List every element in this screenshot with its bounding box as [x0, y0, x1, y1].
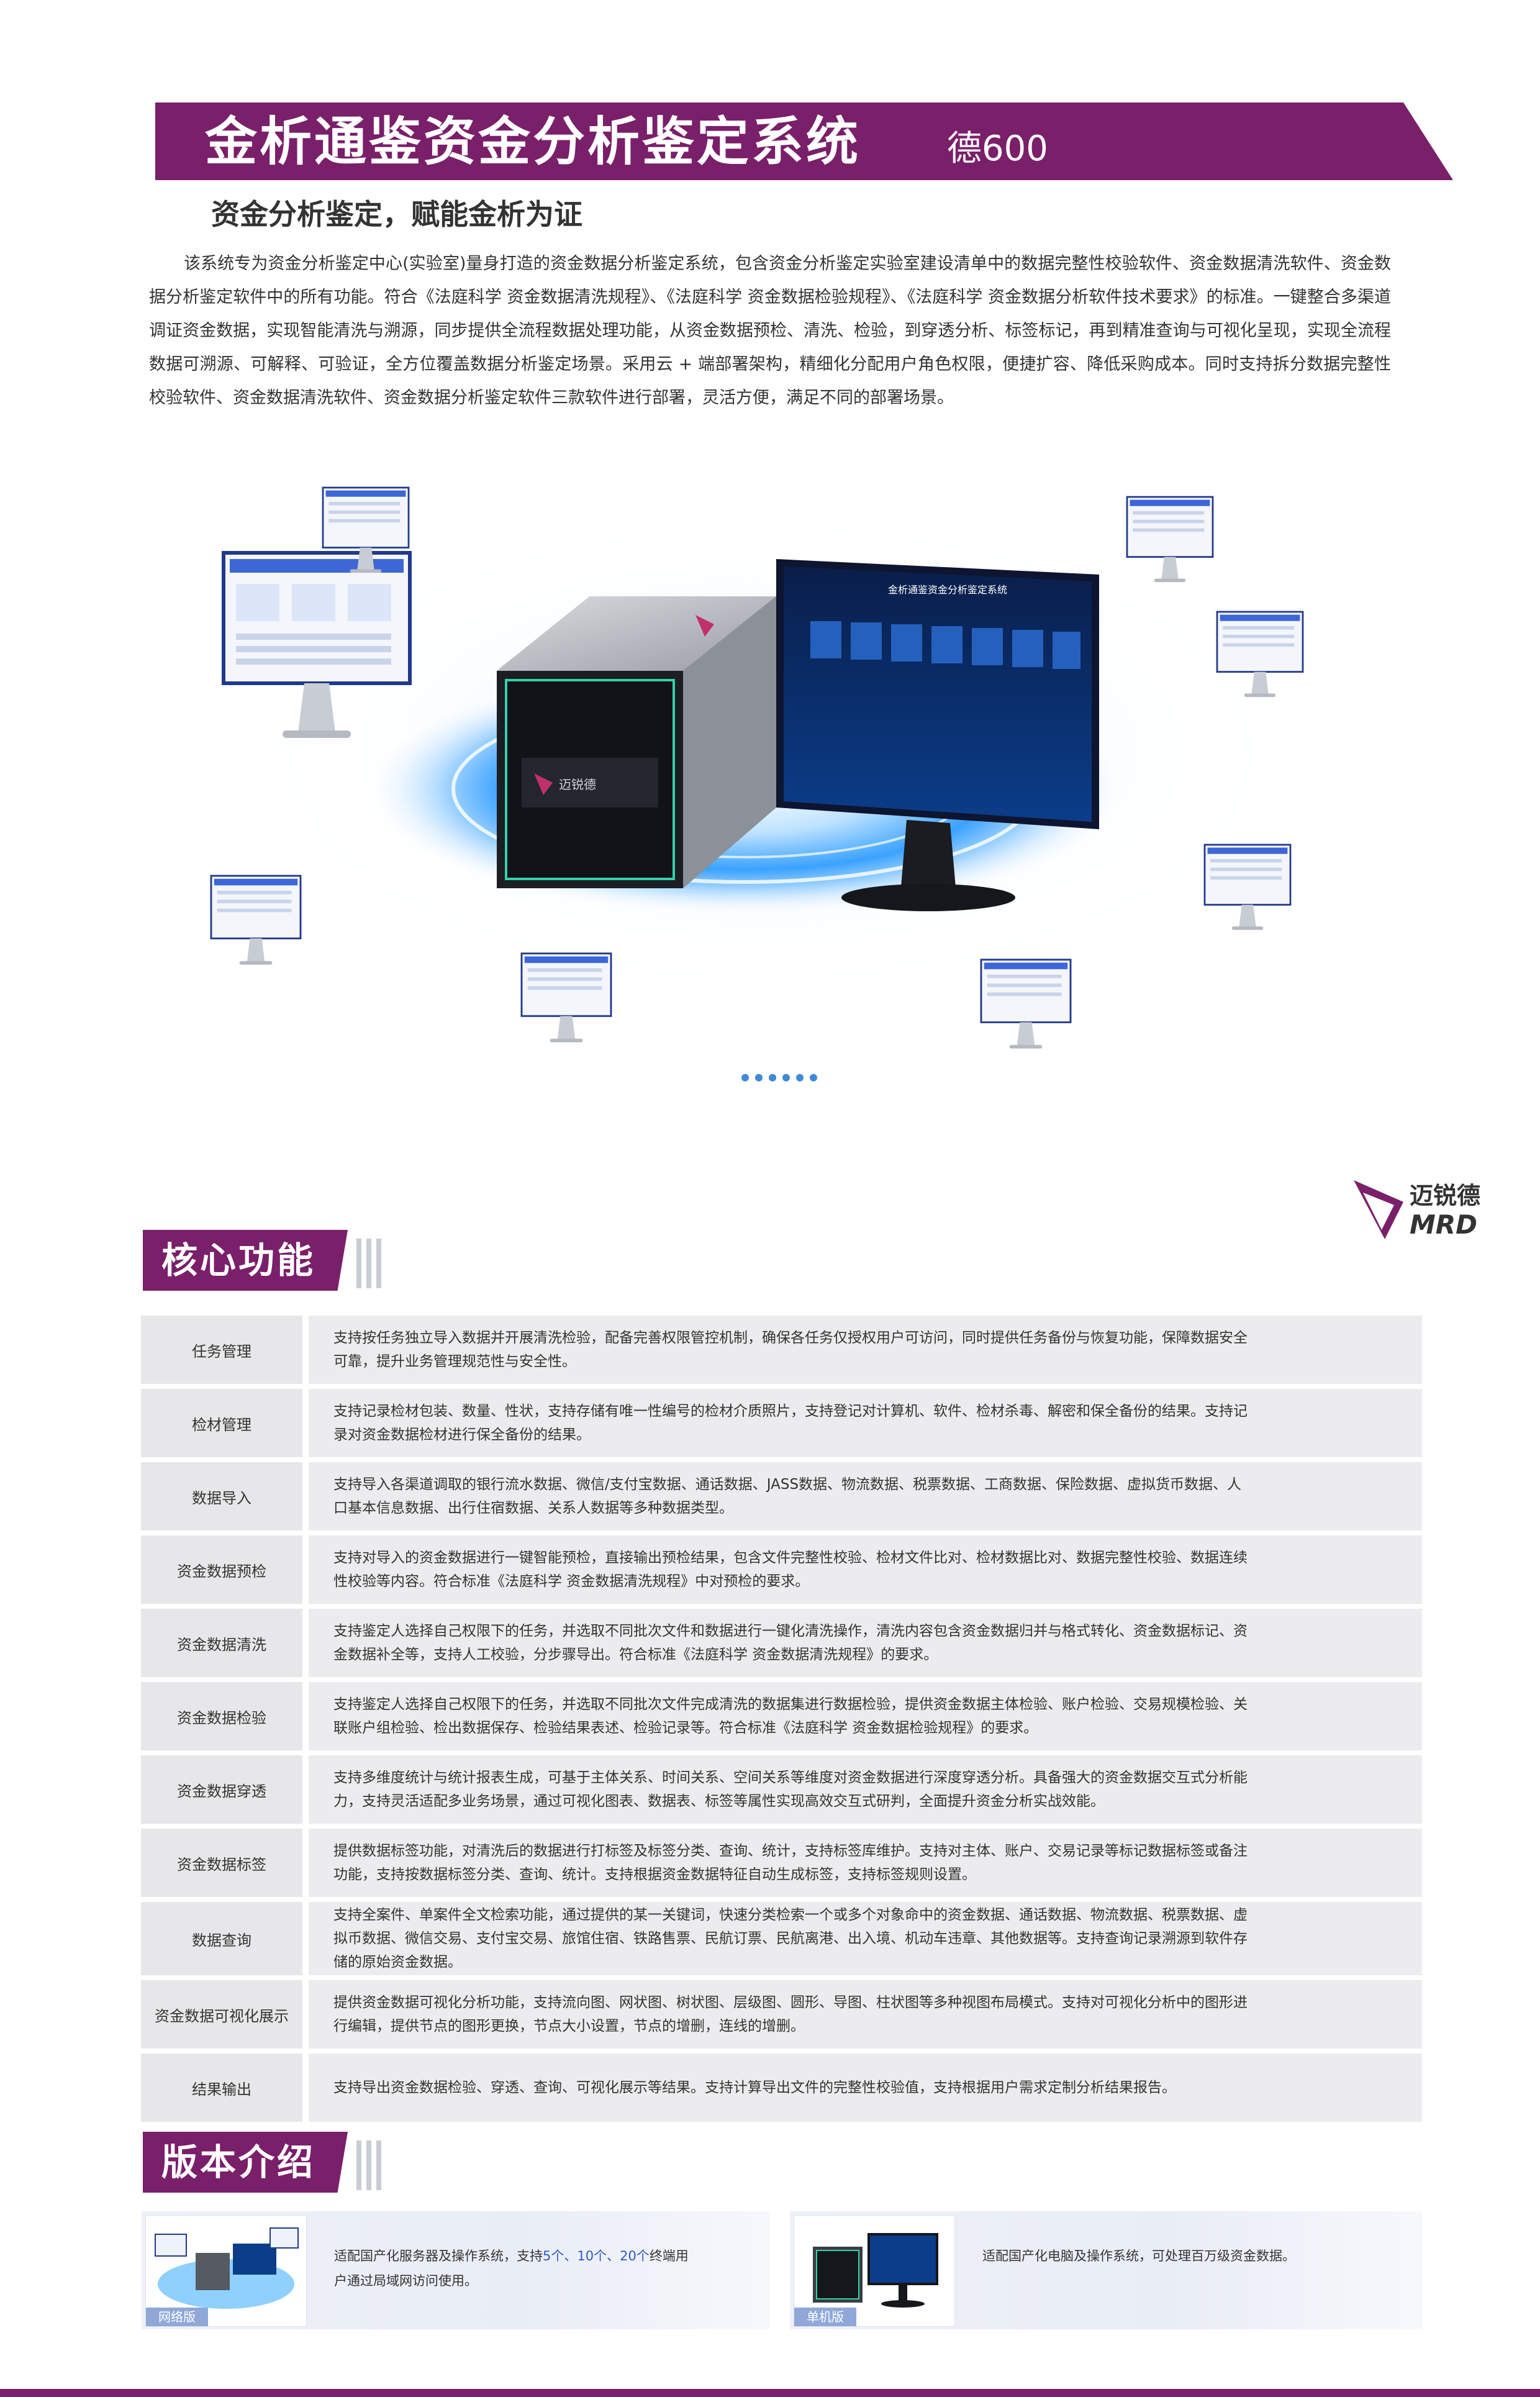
- feature-desc-line: 金数据补全等，支持人工校验，分步骤导出。符合标准《法庭科学 资金数据清洗规程》的…: [333, 1647, 938, 1663]
- feature-name: 资金数据清洗: [141, 1609, 302, 1677]
- feature-desc: 支持鉴定人选择自己权限下的任务，并选取不同批次文件完成清洗的数据集进行数据检验，…: [309, 1682, 1422, 1750]
- title-banner: [155, 102, 1453, 180]
- feature-desc-line: 功能，支持按数据标签分类、查询、统计。支持根据资金数据特征自动生成标签，支持标签…: [333, 1867, 976, 1883]
- feature-desc: 提供资金数据可视化分析功能，支持流向图、网状图、树状图、层级图、圆形、导图、柱状…: [309, 1980, 1422, 2049]
- floating-monitor: [520, 952, 612, 1043]
- version-thumb-network: 网络版: [145, 2215, 307, 2327]
- hero-illustration: 迈锐德 金析通鉴资金分析鉴定系统: [210, 486, 1329, 1081]
- features-section-head: 核心功能: [143, 1230, 391, 1291]
- feature-desc-line: 录对资金数据检材进行保全备份的结果。: [333, 1427, 591, 1443]
- floating-monitor: [1216, 611, 1304, 698]
- feature-desc-line: 提供资金数据可视化分析功能，支持流向图、网状图、树状图、层级图、圆形、导图、柱状…: [333, 1994, 1248, 2011]
- feature-desc-line: 支持记录检材包装、数量、性状，支持存储有唯一性编号的检材介质照片，支持登记对计算…: [333, 1403, 1248, 1419]
- feature-name: 数据导入: [141, 1462, 302, 1531]
- feature-desc-line: 支持导入各渠道调取的银行流水数据、微信/支付宝数据、通话数据、JASS数据、物流…: [333, 1476, 1242, 1493]
- feature-desc-line: 行编辑，提供节点的图形更换，节点大小设置，节点的增删，连线的增删。: [333, 2018, 805, 2034]
- feature-name: 资金数据检验: [141, 1682, 302, 1750]
- floating-monitor: [322, 486, 410, 573]
- feature-row: 资金数据穿透 支持多维度统计与统计报表生成，可基于主体关系、时间关系、空间关系等维…: [141, 1755, 1422, 1824]
- feature-desc-line: 拟币数据、微信交易、支付宝交易、旅馆住宿、铁路售票、民航订票、民航离港、出入境、…: [333, 1931, 1248, 1947]
- brand-logo: 迈锐德 MRD: [1354, 1180, 1480, 1240]
- feature-desc: 支持全案件、单案件全文检索功能，通过提供的某一关键词，快速分类检索一个或多个对象…: [309, 1902, 1422, 1975]
- feature-row: 数据导入 支持导入各渠道调取的银行流水数据、微信/支付宝数据、通话数据、JASS数…: [141, 1462, 1422, 1531]
- version-label-standalone: 单机版: [794, 2308, 856, 2326]
- bottom-rule: [0, 2389, 1540, 2397]
- feature-row: 资金数据清洗 支持鉴定人选择自己权限下的任务，并选取不同批次文件和数据进行一键化清…: [141, 1609, 1422, 1677]
- version-label-network: 网络版: [146, 2308, 208, 2326]
- logo-en: MRD: [1410, 1209, 1477, 1240]
- feature-name: 资金数据标签: [141, 1829, 302, 1897]
- version-thumb-standalone: 单机版: [794, 2215, 955, 2327]
- feature-row: 资金数据标签 提供数据标签功能，对清洗后的数据进行打标签及标签分类、查询、统计，支…: [141, 1829, 1422, 1897]
- feature-desc: 支持鉴定人选择自己权限下的任务，并选取不同批次文件和数据进行一键化清洗操作，清洗…: [309, 1609, 1422, 1677]
- page-subtitle: 资金分析鉴定，赋能金析为证: [211, 198, 582, 231]
- feature-desc-line: 支持鉴定人选择自己权限下的任务，并选取不同批次文件完成清洗的数据集进行数据检验，…: [333, 1696, 1248, 1712]
- feature-desc-line: 提供数据标签功能，对清洗后的数据进行打标签及标签分类、查询、统计，支持标签库维护…: [333, 1843, 1248, 1859]
- feature-row: 任务管理 支持按任务独立导入数据并开展清洗检验，配备完善权限管控机制，确保各任务仅…: [141, 1316, 1422, 1384]
- feature-desc: 支持记录检材包装、数量、性状，支持存储有唯一性编号的检材介质照片，支持登记对计算…: [309, 1389, 1422, 1457]
- feature-desc-line: 支持多维度统计与统计报表生成，可基于主体关系、时间关系、空间关系等维度对资金数据…: [333, 1770, 1248, 1786]
- carousel-dots: [741, 1074, 817, 1081]
- feature-name: 结果输出: [141, 2054, 302, 2122]
- feature-row: 检材管理 支持记录检材包装、数量、性状，支持存储有唯一性编号的检材介质照片，支持登…: [141, 1389, 1422, 1457]
- feature-desc-line: 力，支持灵活适配多业务场景，通过可视化图表、数据表、标签等属性实现高效交互式研判…: [333, 1793, 1105, 1809]
- feature-desc-line: 储的原始资金数据。: [333, 1954, 462, 1970]
- feature-name: 资金数据穿透: [141, 1755, 302, 1824]
- feature-desc-line: 支持鉴定人选择自己权限下的任务，并选取不同批次文件和数据进行一键化清洗操作，清洗…: [333, 1623, 1248, 1639]
- feature-desc: 支持按任务独立导入数据并开展清洗检验，配备完善权限管控机制，确保各任务仅授权用户…: [309, 1316, 1422, 1384]
- feature-desc: 支持多维度统计与统计报表生成，可基于主体关系、时间关系、空间关系等维度对资金数据…: [309, 1755, 1422, 1824]
- feature-desc-line: 支持按任务独立导入数据并开展清洗检验，配备完善权限管控机制，确保各任务仅授权用户…: [333, 1330, 1248, 1346]
- feature-row: 资金数据可视化展示 提供资金数据可视化分析功能，支持流向图、网状图、树状图、层级图…: [141, 1980, 1422, 2049]
- feature-desc: 支持对导入的资金数据进行一键智能预检，直接输出预检结果，包含文件完整性校验、检材…: [309, 1535, 1422, 1604]
- main-monitor: 金析通鉴资金分析鉴定系统: [776, 559, 1099, 911]
- versions-section-head: 版本介绍: [143, 2132, 391, 2193]
- floating-monitor: [1203, 844, 1292, 930]
- versions-title: 版本介绍: [161, 2141, 316, 2183]
- feature-desc: 支持导出资金数据检验、穿透、查询、可视化展示等结果。支持计算导出文件的完整性校验…: [309, 2054, 1422, 2122]
- box-brand: 迈锐德: [559, 777, 596, 792]
- feature-desc: 提供数据标签功能，对清洗后的数据进行打标签及标签分类、查询、统计，支持标签库维护…: [309, 1829, 1422, 1897]
- feature-desc-line: 支持导出资金数据检验、穿透、查询、可视化展示等结果。支持计算导出文件的完整性校验…: [333, 2080, 1176, 2096]
- feature-name: 任务管理: [141, 1316, 302, 1384]
- floating-monitor: [1126, 496, 1214, 583]
- feature-row: 资金数据预检 支持对导入的资金数据进行一键智能预检，直接输出预检结果，包含文件完整…: [141, 1535, 1422, 1604]
- model-name: 德600: [947, 129, 1048, 169]
- feature-desc-line: 支持全案件、单案件全文检索功能，通过提供的某一关键词，快速分类检索一个或多个对象…: [333, 1907, 1248, 1923]
- feature-desc-line: 性校验等内容。符合标准《法庭科学 资金数据清洗规程》中对预检的要求。: [333, 1573, 810, 1590]
- feature-name: 数据查询: [141, 1902, 302, 1975]
- version-desc-standalone: 适配国产化电脑及操作系统，可处理百万级资金数据。: [982, 2249, 1295, 2263]
- feature-row: 数据查询 支持全案件、单案件全文检索功能，通过提供的某一关键词，快速分类检索一个或…: [141, 1902, 1422, 1975]
- version-card-standalone: 单机版 适配国产化电脑及操作系统，可处理百万级资金数据。: [790, 2211, 1422, 2329]
- floating-monitor: [222, 551, 412, 738]
- feature-desc-line: 联账户组检验、检出数据保存、检验结果表述、检验记录等。符合标准《法庭科学 资金数…: [333, 1720, 1038, 1736]
- features-title: 核心功能: [161, 1239, 316, 1281]
- logo-cn: 迈锐德: [1410, 1182, 1480, 1209]
- floating-monitor: [210, 875, 302, 965]
- feature-name: 检材管理: [141, 1389, 302, 1457]
- feature-desc: 支持导入各渠道调取的银行流水数据、微信/支付宝数据、通话数据、JASS数据、物流…: [309, 1462, 1422, 1531]
- floating-monitor: [980, 958, 1072, 1049]
- page-title: 金析通鉴资金分析鉴定系统: [205, 111, 861, 172]
- screen-title: 金析通鉴资金分析鉴定系统: [888, 584, 1007, 596]
- version-card-network: 网络版 适配国产化服务器及操作系统，支持5个、10个、20个终端用 户通过局域网…: [142, 2211, 770, 2329]
- feature-row: 结果输出 支持导出资金数据检验、穿透、查询、可视化展示等结果。支持计算导出文件的完…: [141, 2054, 1422, 2122]
- terminal-count: 5个、10个、20个: [543, 2249, 650, 2263]
- server-box: 迈锐德: [497, 596, 776, 888]
- feature-desc-line: 可靠，提升业务管理规范性与安全性。: [333, 1353, 576, 1370]
- feature-name: 资金数据预检: [141, 1535, 302, 1604]
- feature-row: 资金数据检验 支持鉴定人选择自己权限下的任务，并选取不同批次文件完成清洗的数据集进…: [141, 1682, 1422, 1750]
- feature-desc-line: 口基本信息数据、出行住宿数据、关系人数据等多种数据类型。: [333, 1500, 733, 1516]
- intro-paragraph: 该系统专为资金分析鉴定中心(实验室)量身打造的资金数据分析鉴定系统，包含资金分析…: [149, 254, 1391, 407]
- feature-name: 资金数据可视化展示: [141, 1980, 302, 2049]
- feature-table: 任务管理 支持按任务独立导入数据并开展清洗检验，配备完善权限管控机制，确保各任务仅…: [141, 1316, 1422, 2127]
- feature-desc-line: 支持对导入的资金数据进行一键智能预检，直接输出预检结果，包含文件完整性校验、检材…: [333, 1550, 1248, 1566]
- version-desc-network: 适配国产化服务器及操作系统，支持5个、10个、20个终端用 户通过局域网访问使用…: [334, 2249, 689, 2288]
